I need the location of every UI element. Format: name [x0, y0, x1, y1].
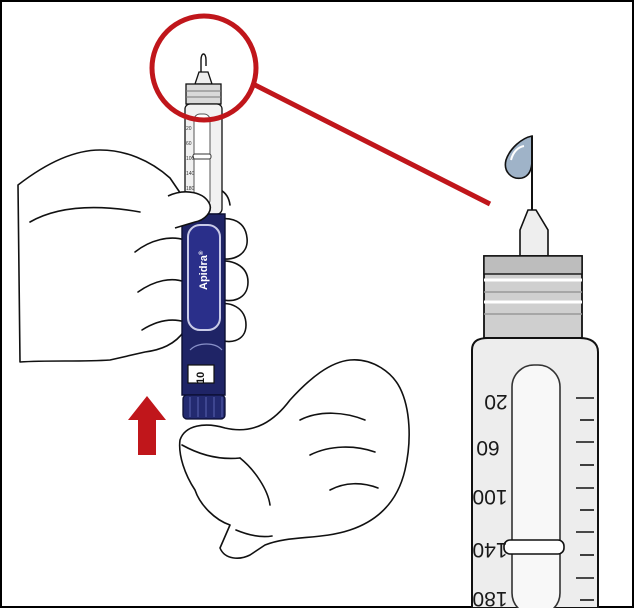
callout-line [251, 81, 492, 207]
pen-scale-mark: 100 [186, 156, 195, 162]
zoom-viewing-slot [511, 364, 561, 608]
pen-scale-mark: 60 [186, 141, 192, 147]
pen-scale-mark: 20 [186, 126, 192, 132]
insulin-drop-icon [504, 135, 533, 180]
dose-window [187, 364, 215, 384]
left-hand [17, 149, 249, 363]
dose-window-value: 10 [195, 372, 207, 384]
zoom-plunger-mark [503, 539, 565, 555]
pen-cap-collar [185, 83, 222, 105]
zoom-scale-mark: 100 [472, 485, 507, 508]
pen-scale-mark: 140 [186, 171, 195, 177]
zoom-scale-mark: 20 [484, 390, 507, 413]
zoom-scale-mark: 140 [472, 538, 507, 561]
pen-label-panel [187, 224, 221, 331]
magnifier-circle-icon [149, 13, 259, 123]
upward-arrow-icon [128, 396, 166, 455]
zoom-scale-mark: 60 [476, 436, 499, 459]
brand-label: Apidra® [198, 250, 210, 290]
zoom-ticks [576, 397, 594, 601]
pen-scale-mark: 180 [186, 186, 195, 192]
pen-needle [200, 53, 207, 72]
zoom-scale: 20 60 100 140 180 [472, 390, 507, 608]
dosage-knob [182, 394, 226, 420]
right-hand [178, 359, 410, 559]
left-thumb [167, 191, 212, 229]
insulin-pen: 20 60 100 140 180 Apidra® 10 [181, 53, 226, 420]
zoom-scale-mark: 180 [472, 587, 507, 608]
pen-scale: 20 60 100 140 180 [186, 126, 195, 192]
zoomed-cartridge: 20 60 100 140 180 [471, 135, 599, 608]
